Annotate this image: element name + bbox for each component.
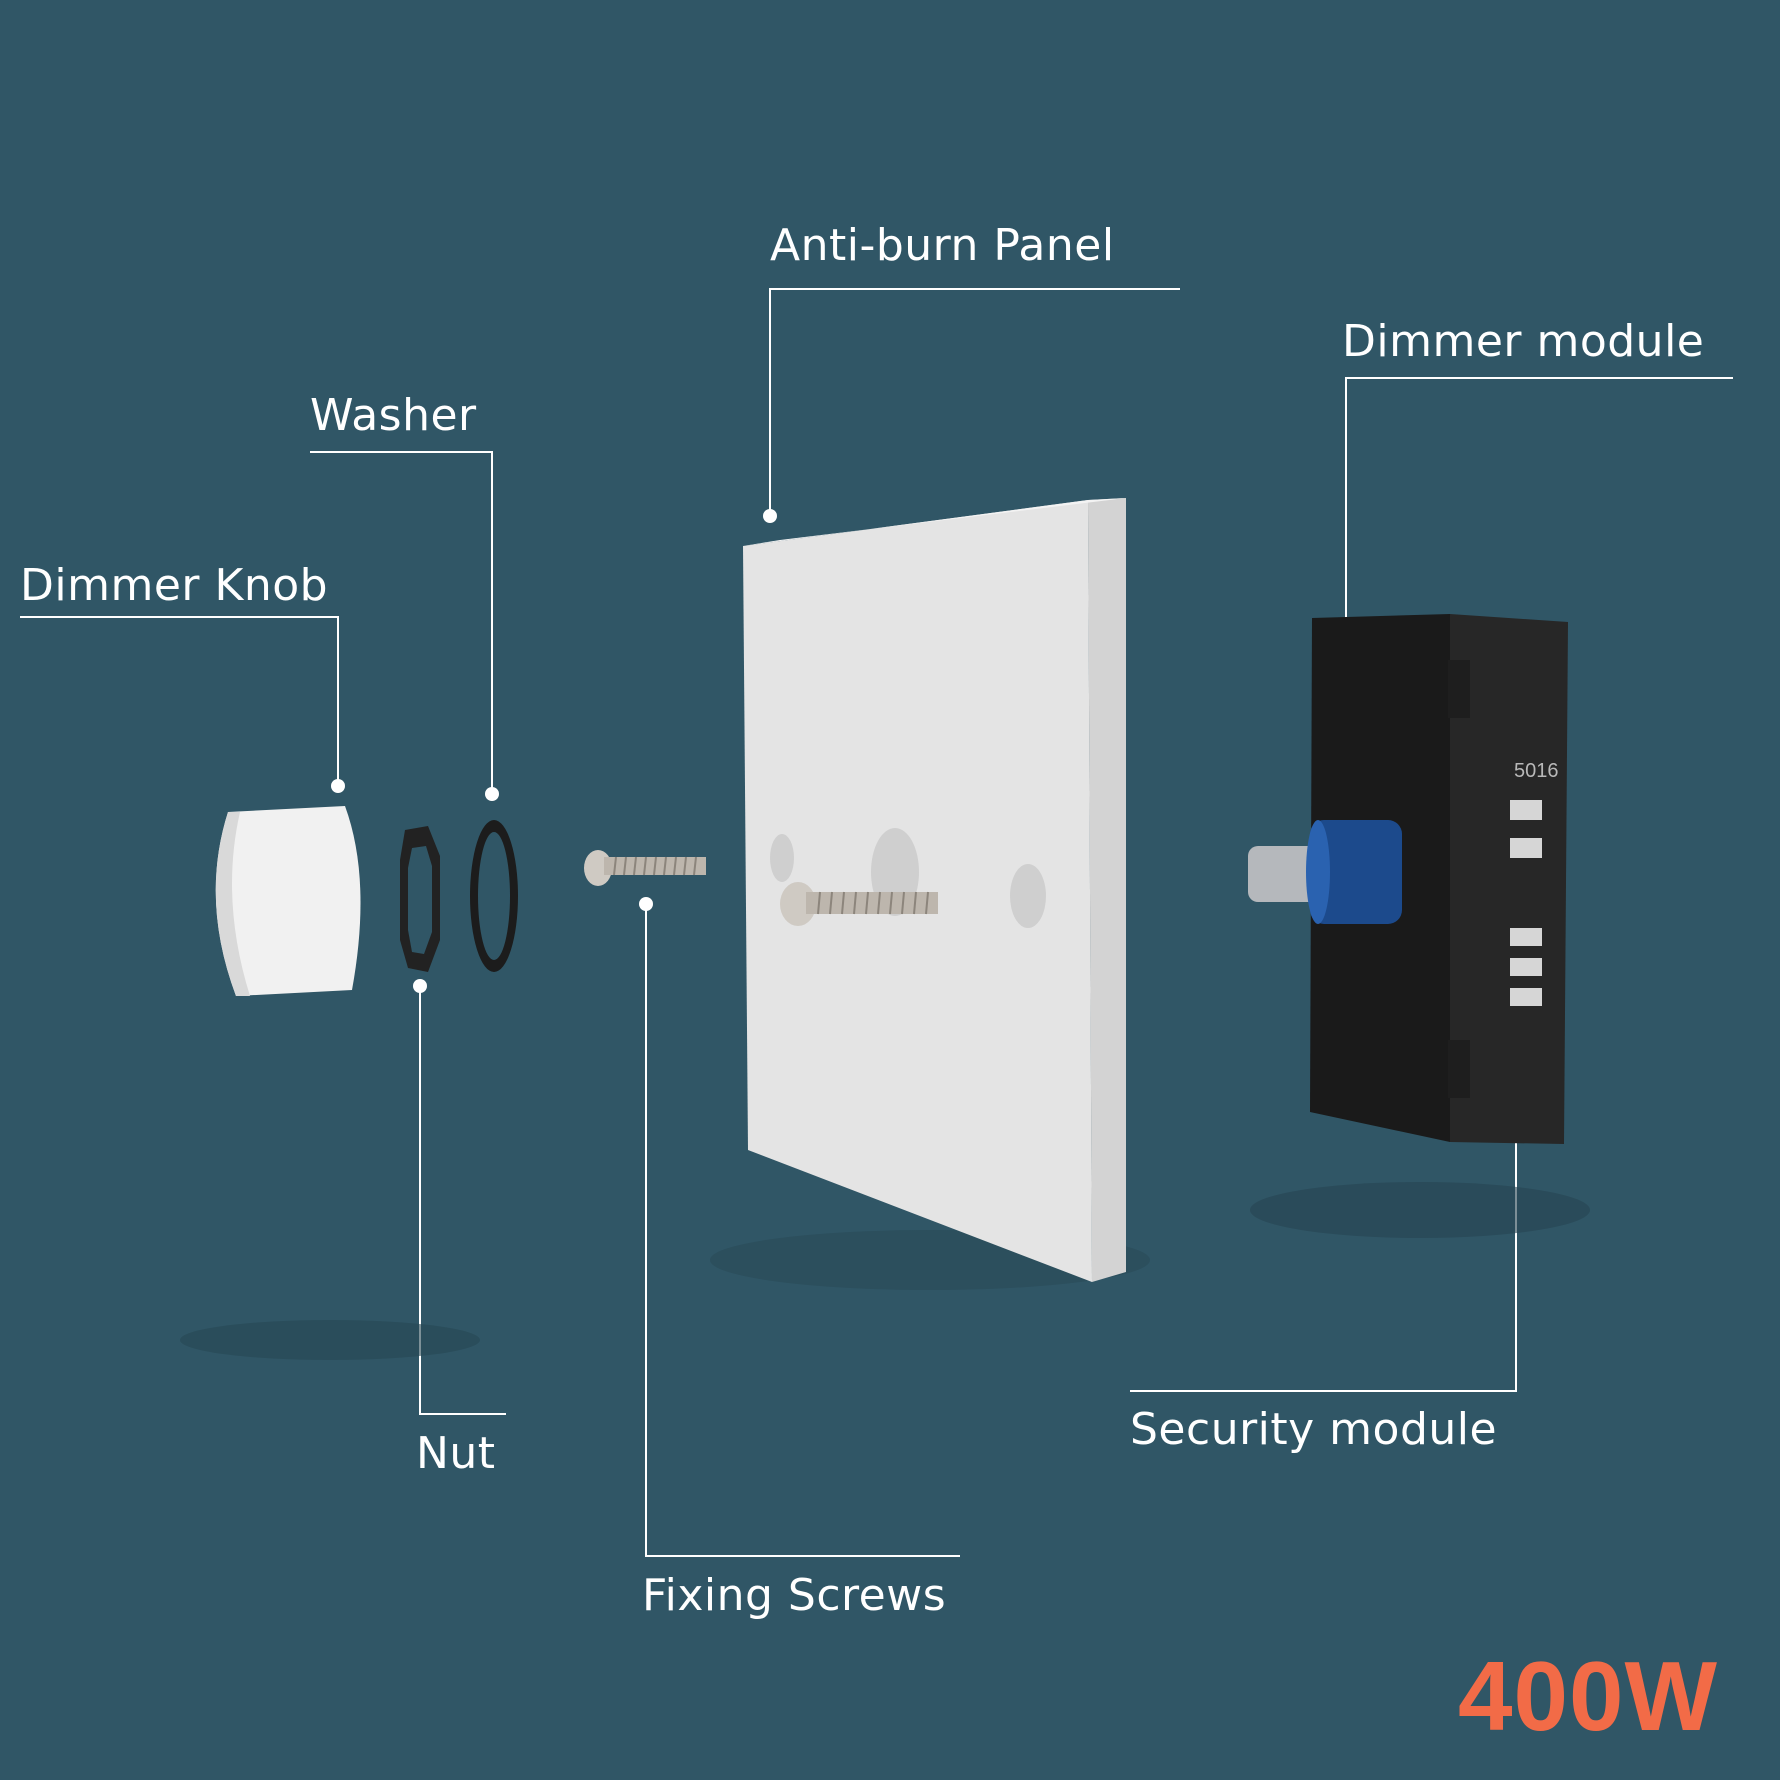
label-anti-burn-panel: Anti-burn Panel — [770, 220, 1115, 271]
module-code: 5016 — [1514, 760, 1559, 782]
dimmer-module-shape — [1248, 614, 1568, 1144]
nut-shape — [400, 826, 440, 972]
label-dimmer-module: Dimmer module — [1342, 316, 1705, 367]
label-dimmer-knob: Dimmer Knob — [20, 560, 329, 611]
loose-screw-shape — [584, 850, 706, 886]
label-nut: Nut — [416, 1428, 496, 1479]
washer-shape — [470, 820, 518, 972]
power-rating: 400W — [1458, 1641, 1719, 1751]
label-washer: Washer — [310, 390, 477, 441]
dimmer-knob-shape — [215, 806, 361, 996]
panel-shape — [743, 498, 1126, 1282]
label-security-module: Security module — [1130, 1404, 1498, 1455]
label-fixing-screws: Fixing Screws — [642, 1570, 947, 1621]
